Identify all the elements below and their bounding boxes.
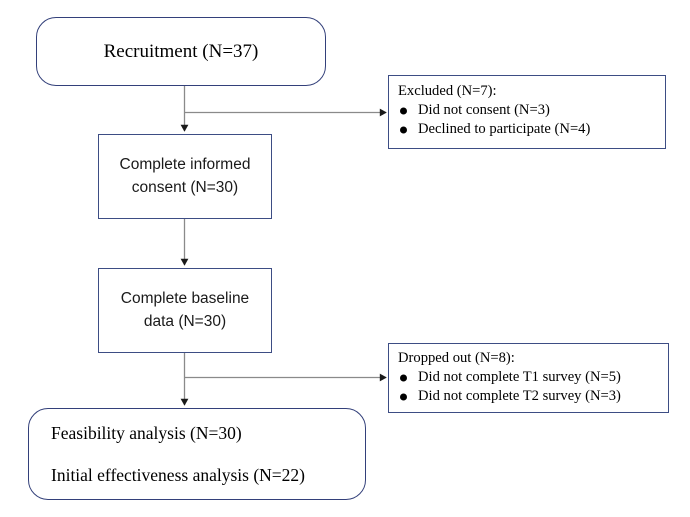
bullet-icon: [400, 126, 407, 134]
node-baseline-line-1: Complete baseline: [120, 290, 250, 308]
node-analysis-outcomes: Feasibility analysis (N=30) Initial effe…: [28, 408, 366, 500]
list-item: Declined to participate (N=4): [398, 120, 657, 139]
node-dropped-list: Did not complete T1 survey (N=5) Did not…: [398, 368, 660, 407]
node-excluded-list: Did not consent (N=3) Declined to partic…: [398, 101, 657, 140]
node-complete-informed-consent: Complete informed consent (N=30): [98, 134, 272, 219]
node-dropped-out: Dropped out (N=8): Did not complete T1 s…: [388, 343, 669, 413]
node-baseline-line-2: data (N=30): [143, 312, 227, 330]
bullet-icon: [400, 374, 407, 382]
list-item-label: Did not complete T1 survey (N=5): [418, 368, 621, 385]
node-excluded: Excluded (N=7): Did not consent (N=3) De…: [388, 75, 666, 149]
list-item: Did not complete T2 survey (N=3): [398, 387, 660, 406]
node-consent-line-1: Complete informed: [119, 156, 251, 174]
node-complete-baseline-data: Complete baseline data (N=30): [98, 268, 272, 353]
node-analysis-feasibility: Feasibility analysis (N=30): [51, 422, 242, 443]
bullet-icon: [400, 107, 407, 115]
bullet-icon: [400, 393, 407, 401]
list-item: Did not consent (N=3): [398, 101, 657, 120]
list-item-label: Did not consent (N=3): [418, 101, 550, 118]
list-item-label: Declined to participate (N=4): [418, 121, 591, 138]
node-dropped-title: Dropped out (N=8):: [398, 350, 515, 366]
list-item: Did not complete T1 survey (N=5): [398, 368, 660, 387]
node-analysis-effectiveness: Initial effectiveness analysis (N=22): [51, 465, 305, 485]
node-excluded-title: Excluded (N=7):: [398, 83, 497, 99]
list-item-label: Did not complete T2 survey (N=3): [418, 388, 621, 405]
node-recruitment-label: Recruitment (N=37): [103, 40, 259, 62]
node-consent-line-2: consent (N=30): [131, 178, 239, 196]
node-recruitment: Recruitment (N=37): [36, 17, 326, 86]
